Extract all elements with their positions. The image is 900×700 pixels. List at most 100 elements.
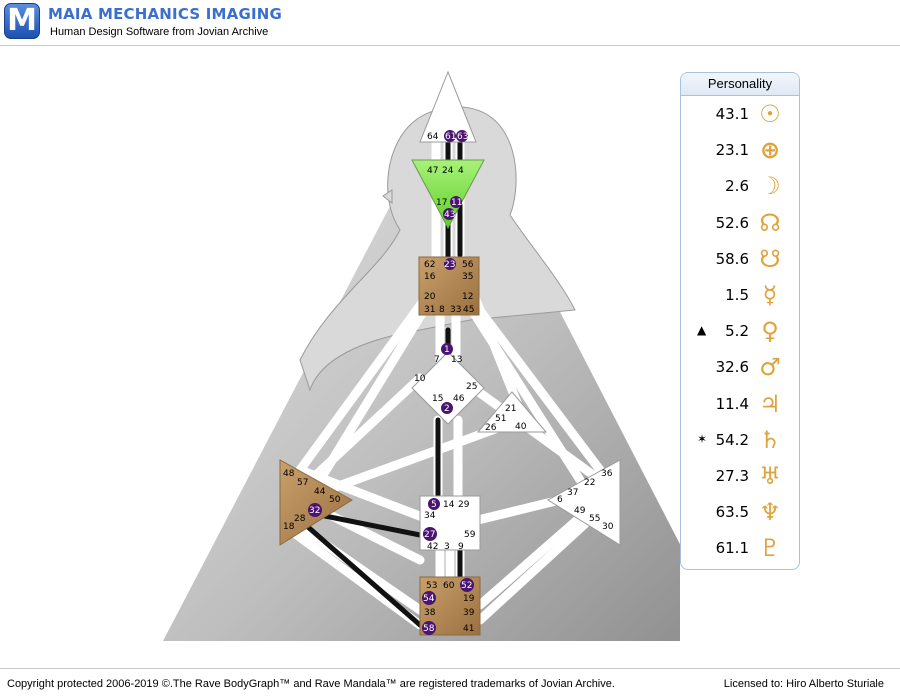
gate-label: 12 — [462, 292, 473, 302]
gate-labels: 64 61 63 47 24 4 17 11 43 62 23 56 16 35… — [283, 130, 614, 635]
north-node-icon: ☊ — [759, 208, 781, 237]
gate-label: 46 — [453, 394, 465, 404]
gate-label: 8 — [439, 305, 445, 315]
moon-icon: ☽ — [759, 172, 781, 201]
gate-label: 3 — [444, 542, 450, 552]
gate-line-value: 5.2 — [725, 322, 749, 341]
gate-label: 6 — [557, 495, 563, 505]
gate-label: 33 — [450, 305, 461, 315]
gate-label: 21 — [505, 404, 516, 414]
gate-label: 43 — [444, 210, 455, 220]
gate-label: 45 — [463, 305, 474, 315]
gate-label: 60 — [443, 581, 455, 591]
gate-label: 62 — [424, 260, 435, 270]
personality-row: 32.6♂ — [681, 350, 799, 386]
app-header: M MAIA MECHANICS IMAGING Human Design So… — [0, 0, 900, 46]
gate-label: 36 — [601, 469, 613, 479]
gate-line-value: 58.6 — [715, 249, 749, 268]
gate-label: 54 — [423, 594, 435, 604]
saturn-icon: ♄ — [759, 425, 781, 454]
gate-label: 16 — [424, 272, 436, 282]
license-text: Licensed to: Hiro Alberto Sturiale — [723, 678, 884, 690]
personality-row: 11.4♃ — [681, 387, 799, 423]
gate-label: 10 — [414, 374, 426, 384]
gate-label: 30 — [602, 522, 614, 532]
personality-row: 23.1 ⊕ — [681, 133, 799, 169]
personality-row: 63.5♆ — [681, 495, 799, 531]
personality-row: ✶ 54.2 ♄ — [681, 423, 799, 459]
gate-line-value: 54.2 — [715, 430, 749, 449]
personality-row: 27.3♅ — [681, 459, 799, 495]
gate-label: 44 — [314, 487, 326, 497]
gate-label: 19 — [463, 594, 475, 604]
gate-label: 34 — [424, 511, 436, 521]
gate-label: 18 — [283, 522, 295, 532]
gate-label: 20 — [424, 292, 436, 302]
copyright-text: Copyright protected 2006-2019 ©.The Rave… — [7, 678, 615, 690]
personality-row: 43.1☉ — [681, 97, 799, 133]
ajna-center[interactable] — [411, 159, 485, 230]
head-center[interactable] — [419, 70, 477, 143]
gate-label: 25 — [466, 382, 477, 392]
gate-label: 24 — [442, 166, 454, 176]
personality-panel-title: Personality — [681, 73, 799, 96]
gate-label: 47 — [427, 166, 438, 176]
personality-row: 61.1 ♇ — [681, 531, 799, 567]
uranus-icon: ♅ — [759, 462, 781, 490]
gate-label: 1 — [444, 345, 450, 355]
gate-label: 48 — [283, 469, 295, 479]
personality-panel: Personality 43.1☉ 23.1 ⊕ 2.6 ☽ 52.6 ☊ 58.6 ☋ 1.5 ☿… — [680, 72, 800, 570]
personality-row: 52.6 ☊ — [681, 206, 799, 242]
pluto-icon: ♇ — [759, 534, 781, 563]
gate-line-value: 61.1 — [715, 539, 749, 558]
gate-label: 49 — [574, 506, 586, 516]
gate-label: 59 — [464, 530, 476, 540]
ego-center[interactable] — [476, 391, 548, 433]
gate-label: 27 — [424, 530, 435, 540]
gate-label: 50 — [329, 495, 341, 505]
personality-row: 1.5 ☿ — [681, 278, 799, 314]
gate-label: 5 — [431, 500, 437, 510]
personality-row: ▲5.2♀ — [681, 314, 799, 350]
gate-label: 32 — [309, 506, 320, 516]
logo-letter: M — [7, 3, 37, 38]
gate-line-value: 63.5 — [715, 503, 749, 522]
gate-label: 11 — [451, 198, 462, 208]
earth-icon: ⊕ — [759, 136, 781, 165]
gate-label: 56 — [462, 260, 474, 270]
solar-plexus-center[interactable] — [547, 459, 621, 546]
mercury-icon: ☿ — [762, 281, 778, 309]
gate-line-value: 11.4 — [715, 394, 749, 413]
row-marker: ✶ — [697, 431, 708, 446]
gate-label: 38 — [424, 608, 436, 618]
gate-label: 55 — [589, 514, 600, 524]
gate-label: 64 — [427, 132, 439, 142]
gate-label: 17 — [436, 198, 447, 208]
gate-label: 7 — [434, 355, 440, 365]
gate-label: 53 — [426, 581, 437, 591]
gate-label: 31 — [424, 305, 435, 315]
g-center[interactable] — [411, 351, 485, 425]
gate-line-value: 52.6 — [715, 213, 749, 232]
gate-label: 15 — [432, 394, 443, 404]
gate-label: 9 — [458, 542, 464, 552]
gate-label: 14 — [443, 500, 455, 510]
gate-label: 57 — [297, 478, 308, 488]
row-marker: ▲ — [697, 323, 707, 338]
spleen-center[interactable] — [279, 459, 353, 546]
gate-label: 40 — [515, 422, 527, 432]
gate-label: 4 — [458, 166, 464, 176]
gate-line-value: 1.5 — [725, 286, 749, 304]
gate-label: 35 — [462, 272, 473, 282]
app-title: MAIA MECHANICS IMAGING — [48, 5, 283, 23]
app-subtitle: Human Design Software from Jovian Archiv… — [50, 26, 269, 38]
gate-label: 61 — [445, 132, 456, 142]
personality-row: 58.6 ☋ — [681, 242, 799, 278]
south-node-icon: ☋ — [759, 244, 781, 273]
gate-line-value: 43.1 — [715, 105, 749, 123]
gate-line-value: 23.1 — [715, 141, 749, 160]
gate-line-value: 32.6 — [715, 358, 749, 377]
gate-line-value: 2.6 — [725, 177, 749, 196]
gate-label: 63 — [457, 132, 468, 142]
gate-label: 28 — [294, 514, 306, 524]
